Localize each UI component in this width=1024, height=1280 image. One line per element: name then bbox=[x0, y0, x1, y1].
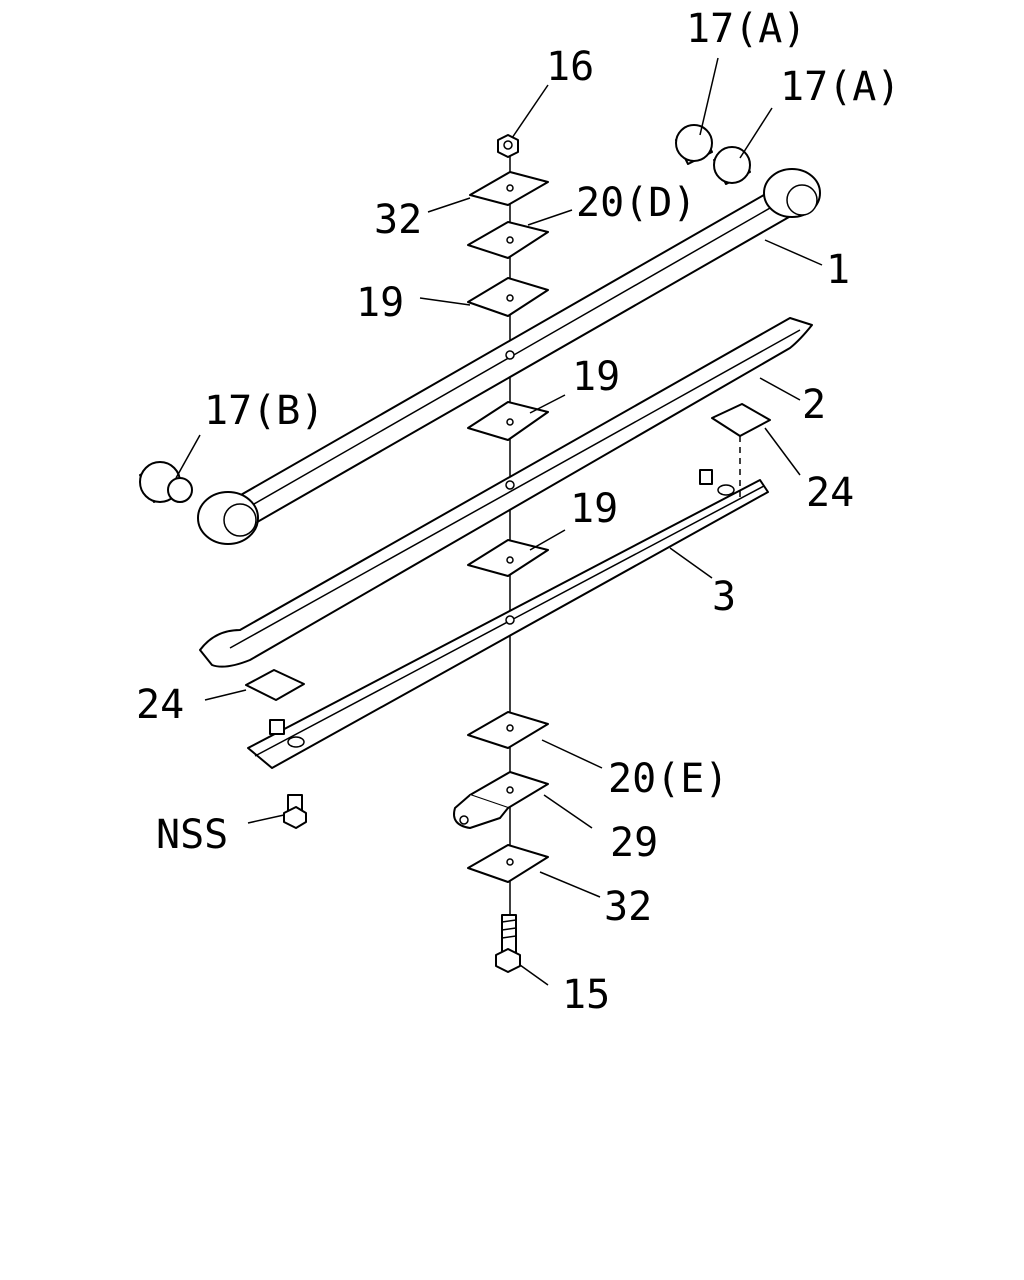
plate-20d bbox=[467, 221, 549, 259]
plate-32-top bbox=[469, 171, 549, 206]
bolt-15 bbox=[495, 914, 521, 973]
label-20d: 20(D) bbox=[576, 180, 696, 226]
bushing-17a-inner bbox=[713, 146, 751, 185]
label-17a-1: 17(A) bbox=[686, 6, 806, 52]
label-19-3: 19 bbox=[570, 486, 618, 532]
bracket-29 bbox=[453, 771, 549, 829]
label-24-left: 24 bbox=[136, 682, 184, 728]
pad-24-right bbox=[711, 403, 771, 498]
callout-labels: 17(A) 17(A) 16 32 20(D) 1 19 19 2 17(B) … bbox=[136, 6, 900, 1018]
label-2: 2 bbox=[802, 382, 826, 428]
label-19-1: 19 bbox=[356, 280, 404, 326]
plate-32-bottom bbox=[467, 844, 549, 883]
label-3: 3 bbox=[712, 574, 736, 620]
pad-24-left bbox=[245, 669, 305, 701]
label-1: 1 bbox=[826, 247, 850, 293]
label-nss: NSS bbox=[156, 812, 228, 858]
bushing-17a-outer bbox=[675, 124, 713, 165]
leaf-spring-3 bbox=[247, 469, 769, 769]
nut-16 bbox=[497, 134, 519, 158]
plate-19-2 bbox=[467, 401, 549, 441]
plate-19-3 bbox=[467, 539, 549, 577]
leaf-spring-1 bbox=[197, 168, 821, 545]
label-24-right: 24 bbox=[806, 470, 854, 516]
label-17a-2: 17(A) bbox=[780, 64, 900, 110]
bushing-17b bbox=[139, 461, 193, 503]
plate-20e bbox=[467, 711, 549, 749]
label-19-2: 19 bbox=[572, 354, 620, 400]
leader-lines bbox=[175, 57, 823, 986]
label-32-bottom: 32 bbox=[604, 884, 652, 930]
leaf-spring-2 bbox=[199, 317, 813, 668]
bolt-nss bbox=[283, 794, 307, 829]
label-17b: 17(B) bbox=[204, 388, 324, 434]
label-16: 16 bbox=[546, 44, 594, 90]
label-32-top: 32 bbox=[374, 197, 422, 243]
label-15: 15 bbox=[562, 972, 610, 1018]
label-20e: 20(E) bbox=[608, 756, 728, 802]
label-29: 29 bbox=[610, 820, 658, 866]
plate-19-1 bbox=[467, 277, 549, 317]
